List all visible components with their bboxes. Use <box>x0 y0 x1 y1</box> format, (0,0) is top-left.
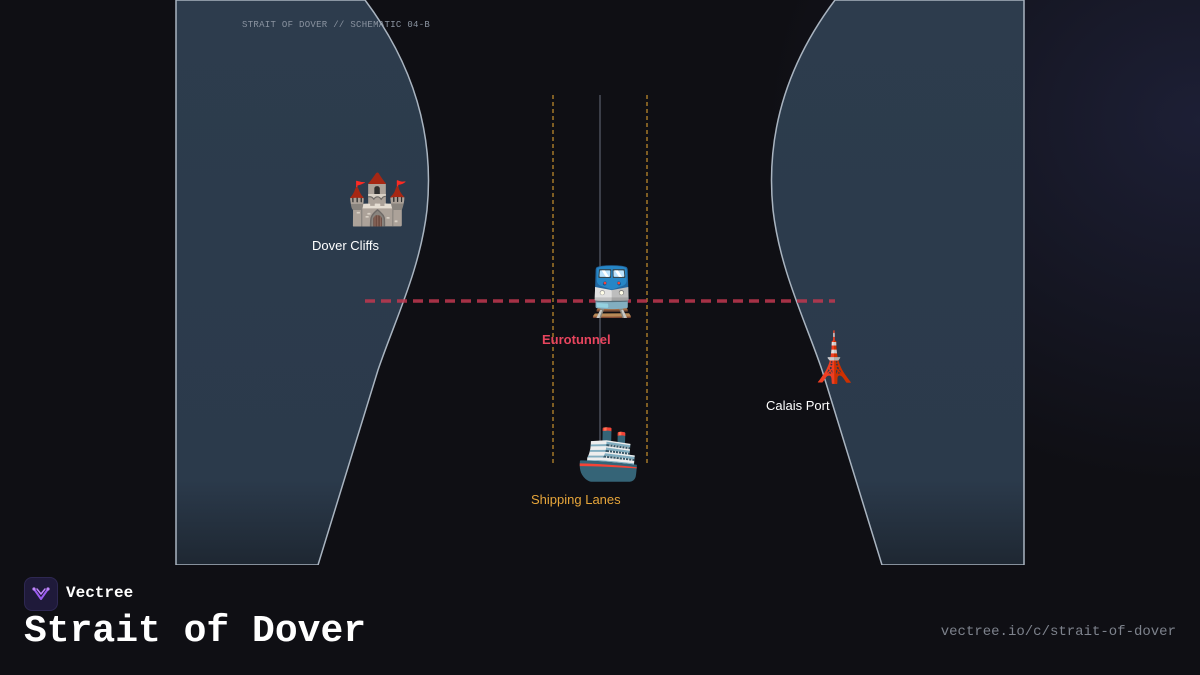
calais-port-label: Calais Port <box>766 398 830 413</box>
castle-icon[interactable]: 🏰 <box>346 170 409 228</box>
england-landmass <box>175 0 430 565</box>
page-title: Strait of Dover <box>24 610 367 653</box>
strait-map <box>175 0 1025 565</box>
dover-cliffs-label: Dover Cliffs <box>312 238 379 253</box>
eurotunnel-label: Eurotunnel <box>542 332 611 347</box>
page-url[interactable]: vectree.io/c/strait-of-dover <box>940 624 1176 640</box>
brand-name[interactable]: Vectree <box>66 584 134 602</box>
ship-icon[interactable]: 🚢 <box>576 424 641 484</box>
train-icon[interactable]: 🚆 <box>582 264 642 320</box>
schematic-caption: STRAIT OF DOVER // SCHEMATIC 04-B <box>242 20 431 30</box>
vectree-glyph-icon <box>32 587 50 600</box>
tower-icon[interactable]: 🗼 <box>804 330 864 386</box>
france-landmass <box>770 0 1025 565</box>
shipping-lanes-label: Shipping Lanes <box>531 492 621 507</box>
vectree-logo-icon[interactable] <box>24 577 58 611</box>
